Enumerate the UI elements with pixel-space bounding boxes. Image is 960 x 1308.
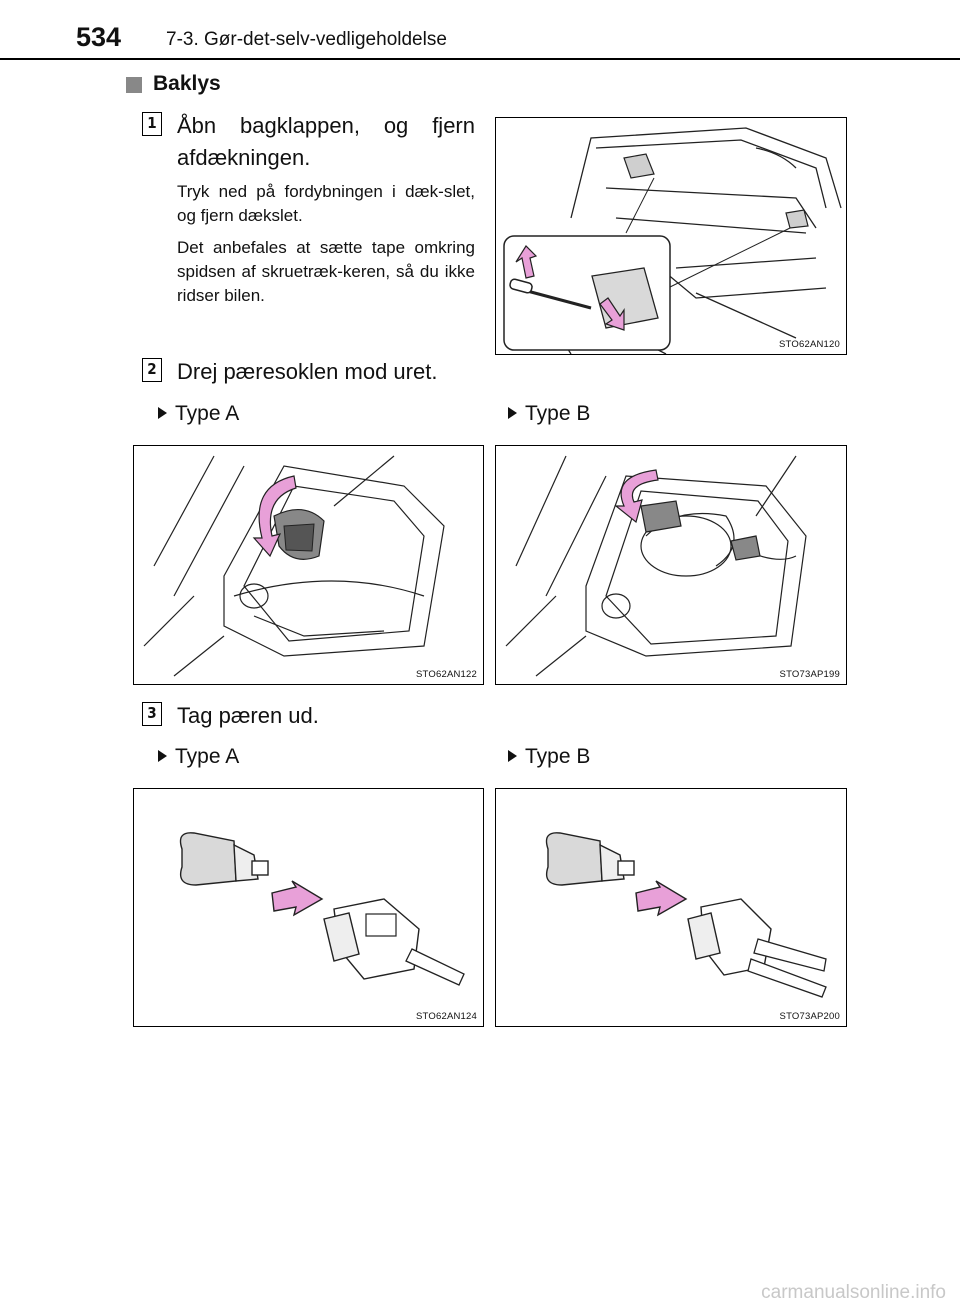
figure-code: STO62AN122 [416,669,477,680]
bulb-socket-b-illustration [505,455,807,677]
triangle-bullet-icon [158,750,167,762]
chapter-title: 7-3. Gør-det-selv-vedligeholdelse [166,29,447,50]
step-1-note-1: Tryk ned på fordybningen i dæk-slet, og … [177,182,475,225]
watermark: carmanualsonline.info [761,1282,946,1303]
figure-socket-type-b: STO73AP199 [495,445,847,685]
step-1-note-2: Det anbefales at sætte tape omkring spid… [177,238,475,305]
figure-code: STO62AN120 [779,339,840,350]
section-title: Baklys [153,72,221,95]
figure-code: STO62AN124 [416,1011,477,1022]
step-2-type-b-label: Type B [508,402,590,426]
step-3-type-a-label: Type A [158,745,239,769]
triangle-bullet-icon [508,750,517,762]
figure-socket-type-a: STO62AN122 [133,445,484,685]
step-3-type-b-label: Type B [508,745,590,769]
figure-bulb-type-b: STO73AP200 [495,788,847,1027]
step-3-badge: 3 [142,702,162,726]
bulb-removal-a-illustration [179,832,465,986]
triangle-bullet-icon [508,407,517,419]
section-bullet-icon [126,77,142,93]
step-1-text-line2: afdækningen. [177,145,311,170]
step-2-type-a-label: Type A [158,402,239,426]
figure-code: STO73AP200 [779,1011,840,1022]
step-2-text: Drej pæresoklen mod uret. [177,359,438,384]
triangle-bullet-icon [158,407,167,419]
bulb-removal-b-illustration [545,832,827,998]
figure-code: STO73AP199 [779,669,840,680]
header-divider [0,58,960,60]
step-1-text-line1: Åbn bagklappen, og fjern [177,113,475,138]
figure-bulb-type-a: STO62AN124 [133,788,484,1027]
page-number: 534 [76,22,122,52]
figure-tailgate-cover: STO62AN120 [495,117,847,355]
tailgate-illustration [503,127,842,354]
step-2-badge: 2 [142,358,162,382]
bulb-socket-a-illustration [143,455,445,677]
step-3-text: Tag pæren ud. [177,703,319,728]
step-1-badge: 1 [142,112,162,136]
